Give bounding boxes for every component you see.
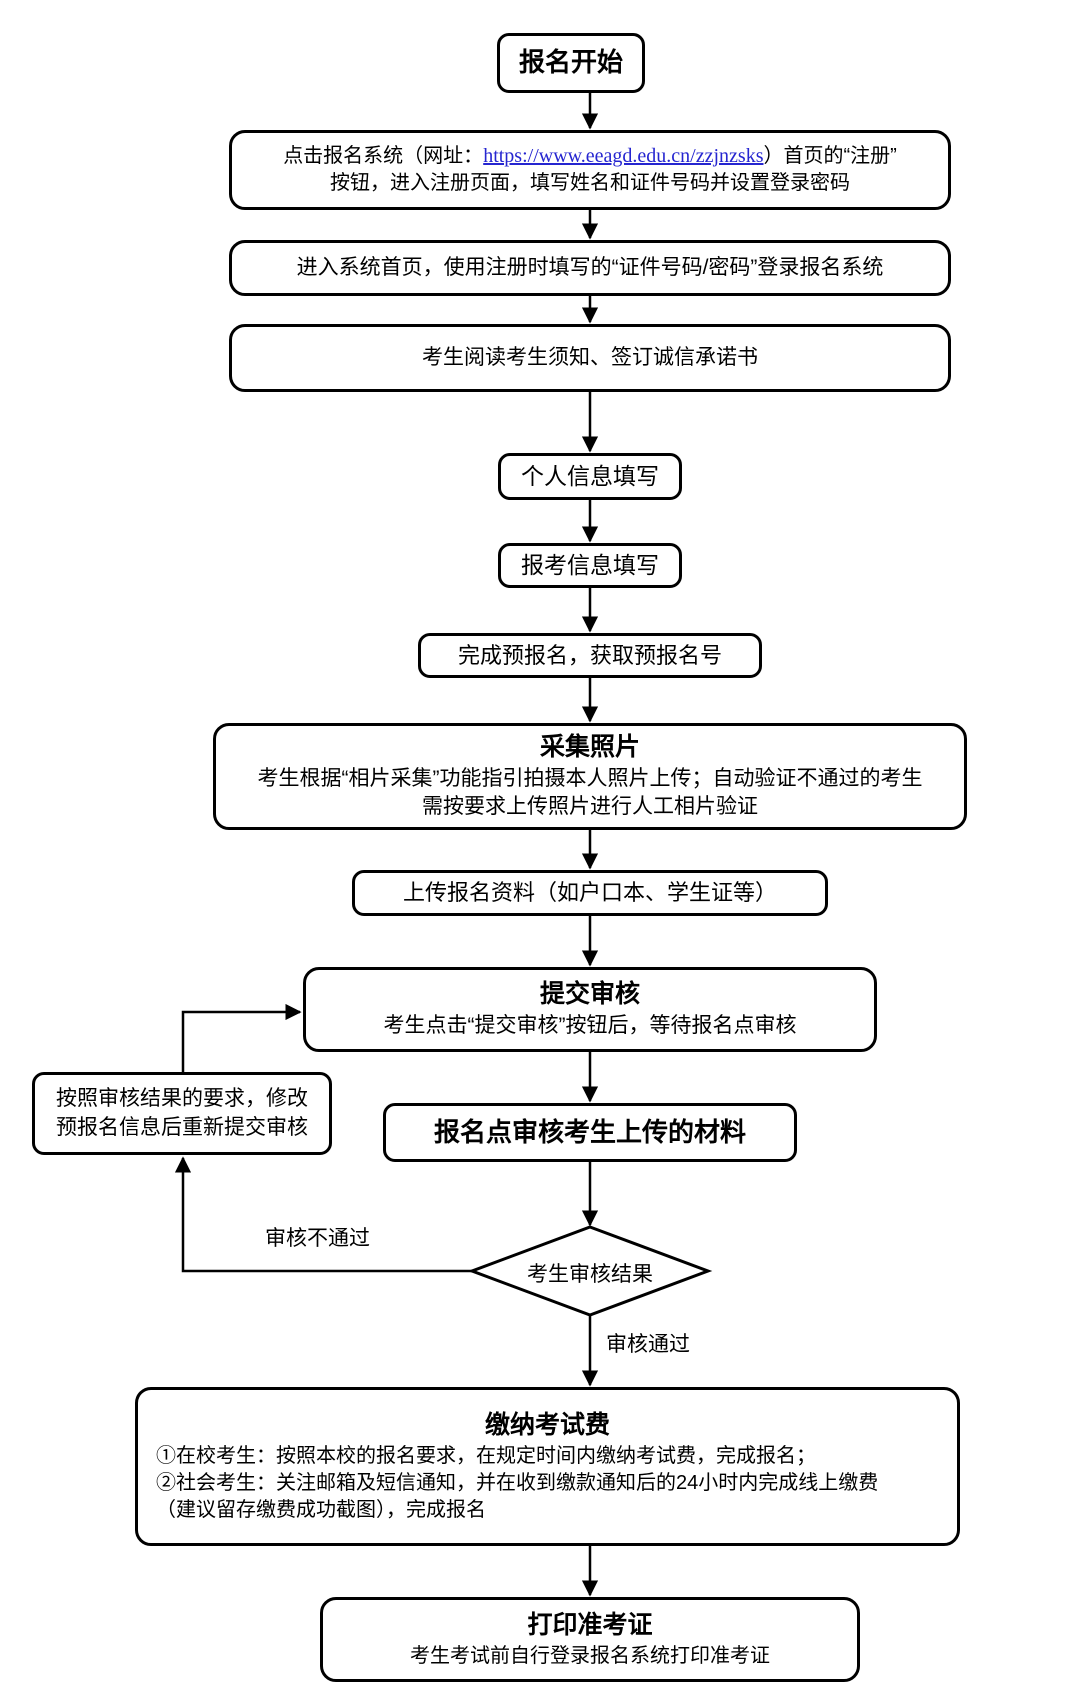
node-register: 点击报名系统（网址：https://www.eeagd.edu.cn/zzjnz… (229, 130, 951, 210)
node-login: 进入系统首页，使用注册时填写的“证件号码/密码”登录报名系统 (229, 240, 951, 296)
node-photo-line1: 考生根据“相片采集”功能指引拍摄本人照片上传；自动验证不通过的考生 (257, 767, 923, 791)
arrow-fix-to-submit (181, 1003, 302, 1072)
node-fix-line1: 按照审核结果的要求，修改 (56, 1087, 308, 1111)
edge-label-pass: 审核通过 (606, 1333, 690, 1356)
node-start: 报名开始 (497, 33, 645, 93)
node-fix: 按照审核结果的要求，修改 预报名信息后重新提交审核 (32, 1072, 332, 1155)
node-print-body: 考生考试前自行登录报名系统打印准考证 (410, 1644, 770, 1667)
node-pay-line1: ①在校考生：按照本校的报名要求，在规定时间内缴纳考试费，完成报名； (156, 1444, 816, 1467)
node-start-title: 报名开始 (518, 47, 623, 78)
node-notice-text: 考生阅读考生须知、签订诚信承诺书 (422, 345, 758, 369)
node-photo: 采集照片 考生根据“相片采集”功能指引拍摄本人照片上传；自动验证不通过的考生 需… (213, 723, 967, 830)
node-photo-title: 采集照片 (539, 733, 640, 762)
node-review: 报名点审核考生上传的材料 (383, 1103, 797, 1162)
node-pay-title: 缴纳考试费 (484, 1411, 610, 1440)
node-pay-line3: （建议留存缴费成功截图），完成报名 (156, 1498, 486, 1521)
node-register-line2: 按钮，进入注册页面，填写姓名和证件号码并设置登录密码 (330, 172, 850, 194)
node-pre-register-text: 完成预报名，获取预报名号 (457, 642, 722, 668)
node-fix-line2: 预报名信息后重新提交审核 (56, 1115, 308, 1139)
arrow-decision-to-fix (174, 1156, 472, 1273)
registration-system-link[interactable]: https://www.eeagd.edu.cn/zzjnzsks (483, 145, 764, 167)
node-login-text: 进入系统首页，使用注册时填写的“证件号码/密码”登录报名系统 (296, 255, 884, 279)
node-photo-line2: 需按要求上传照片进行人工相片验证 (422, 795, 758, 819)
node-personal-info: 个人信息填写 (498, 453, 682, 500)
node-print-title: 打印准考证 (527, 1611, 653, 1640)
node-upload: 上传报名资料（如户口本、学生证等） (352, 870, 828, 916)
edge-label-fail: 审核不通过 (265, 1227, 370, 1250)
node-pre-register: 完成预报名，获取预报名号 (418, 633, 762, 678)
node-submit: 提交审核 考生点击“提交审核”按钮后，等待报名点审核 (303, 967, 877, 1052)
node-review-text: 报名点审核考生上传的材料 (433, 1116, 746, 1147)
node-pay-line2: ②社会考生：关注邮箱及短信通知，并在收到缴款通知后的24小时内完成线上缴费 (156, 1471, 879, 1494)
node-upload-text: 上传报名资料（如户口本、学生证等） (402, 880, 777, 906)
node-print: 打印准考证 考生考试前自行登录报名系统打印准考证 (320, 1597, 860, 1682)
decision-label: 考生审核结果 (527, 1263, 653, 1286)
node-register-line1: 点击报名系统（网址：https://www.eeagd.edu.cn/zzjnz… (283, 143, 897, 170)
node-notice: 考生阅读考生须知、签订诚信承诺书 (229, 324, 951, 392)
node-pay: 缴纳考试费 ①在校考生：按照本校的报名要求，在规定时间内缴纳考试费，完成报名； … (135, 1387, 960, 1546)
node-personal-info-text: 个人信息填写 (521, 462, 659, 489)
node-register-line1-suffix: ）首页的“注册” (763, 145, 897, 167)
node-submit-body: 考生点击“提交审核”按钮后，等待报名点审核 (383, 1014, 797, 1038)
node-exam-info-text: 报考信息填写 (521, 551, 659, 578)
node-register-line1-prefix: 点击报名系统（网址： (283, 145, 484, 167)
node-submit-title: 提交审核 (539, 980, 640, 1009)
node-exam-info: 报考信息填写 (498, 543, 682, 588)
